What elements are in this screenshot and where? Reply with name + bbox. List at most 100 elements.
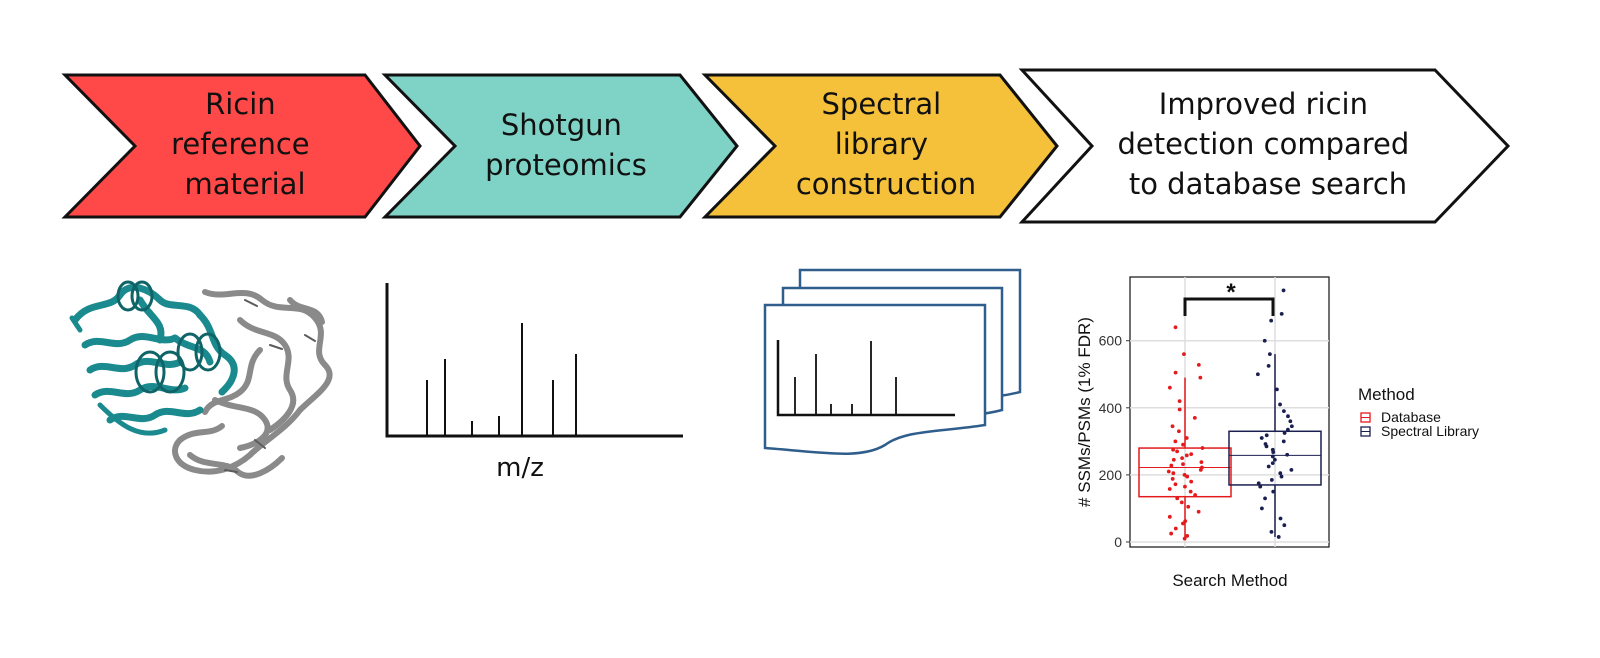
data-point-1-37 (1269, 318, 1274, 323)
data-point-1-35 (1267, 352, 1272, 357)
svg-text:Spectral library c: Spectral library construction (796, 87, 976, 201)
step-1-line-2: reference (171, 127, 309, 161)
data-point-0-10 (1175, 496, 1180, 501)
data-point-1-15 (1272, 457, 1277, 462)
data-point-0-26 (1199, 460, 1204, 465)
ricin-protein-structure-icon (69, 280, 333, 479)
data-point-0-1 (1185, 534, 1190, 538)
data-point-0-13 (1167, 487, 1172, 491)
library-spectrum (776, 340, 955, 417)
step-arrow-4-shape (1018, 68, 1511, 224)
data-point-0-45 (1196, 362, 1201, 367)
data-point-0-11 (1193, 493, 1198, 497)
data-point-0-14 (1183, 484, 1187, 489)
step-arrow-3-shape (701, 73, 1059, 219)
legend-label-spectral-library: Spectral Library (1381, 423, 1479, 439)
box-1 (1228, 430, 1322, 486)
data-point-0-46 (1182, 352, 1186, 357)
data-point-0-6 (1167, 514, 1172, 519)
legend: Method Database Spectral Library (1358, 385, 1479, 439)
spectral-library-icon (763, 268, 1022, 455)
data-point-0-44 (1173, 370, 1178, 375)
data-point-1-9 (1269, 478, 1274, 482)
data-point-0-35 (1173, 439, 1178, 444)
data-point-0-43 (1198, 375, 1203, 380)
data-point-1-2 (1282, 523, 1287, 528)
data-point-0-2 (1169, 531, 1174, 536)
step-arrow-1-shape (61, 73, 422, 219)
data-point-1-17 (1285, 452, 1290, 457)
y-axis-label: # SSMs/PSMs (1% FDR) (1075, 317, 1094, 507)
step-1-line-3: material (184, 167, 305, 201)
step-arrow-4: Improved ricin detection compared to dat… (1018, 68, 1511, 224)
step-arrow-2: Shotgun proteomics (381, 73, 739, 219)
data-point-1-12 (1289, 467, 1294, 472)
data-point-0-8 (1186, 504, 1191, 509)
data-point-1-31 (1278, 402, 1282, 407)
legend-key-database (1360, 412, 1371, 423)
data-point-0-27 (1171, 457, 1176, 462)
data-point-0-7 (1196, 509, 1201, 514)
data-point-1-14 (1270, 461, 1275, 466)
data-point-0-4 (1181, 521, 1185, 526)
data-point-0-25 (1181, 462, 1185, 467)
data-point-1-19 (1270, 447, 1275, 452)
data-point-1-28 (1288, 419, 1293, 424)
data-point-0-47 (1173, 325, 1178, 330)
y-tick-label-200: 200 (1099, 467, 1123, 483)
step-4-line-3: to database search (1129, 167, 1407, 201)
data-point-0-28 (1180, 456, 1184, 461)
data-point-0-21 (1166, 469, 1171, 474)
data-point-1-11 (1278, 471, 1283, 476)
protein-chain-b (172, 289, 333, 479)
data-point-0-38 (1170, 424, 1175, 429)
data-point-1-5 (1263, 496, 1267, 501)
data-point-1-39 (1281, 288, 1286, 293)
step-2-line-2: proteomics (485, 148, 647, 182)
step-3-line-3: construction (796, 167, 976, 201)
data-point-1-25 (1282, 431, 1287, 435)
step-4-line-1: Improved ricin (1159, 87, 1368, 121)
data-point-0-5 (1183, 519, 1188, 524)
data-point-0-40 (1177, 407, 1182, 412)
spectrum-x-label: m/z (496, 453, 544, 483)
jitter-points (1166, 288, 1294, 541)
step-arrow-1: Ricin reference material (61, 73, 422, 219)
x-axis-label: Search Method (1172, 571, 1287, 590)
legend-key-spectral-library (1360, 426, 1371, 437)
data-point-1-7 (1258, 484, 1263, 489)
data-point-1-27 (1289, 424, 1294, 429)
data-point-0-30 (1189, 452, 1194, 456)
svg-text:Shotgun proteomics: Shotgun proteomics (485, 108, 647, 182)
spectrum-axes (385, 283, 683, 438)
step-2-line-1: Shotgun (501, 108, 622, 142)
significance-star: * (1226, 279, 1236, 306)
data-point-0-31 (1175, 449, 1180, 454)
data-point-1-1 (1269, 530, 1274, 534)
data-point-0-12 (1188, 489, 1193, 494)
boxes (1138, 354, 1322, 539)
data-point-0-24 (1169, 463, 1174, 468)
data-point-0-41 (1177, 399, 1182, 403)
box-0 (1138, 447, 1232, 498)
data-point-1-34 (1266, 363, 1271, 368)
data-point-0-29 (1184, 453, 1189, 458)
svg-text:Improved ricin detection: Improved ricin detection compared to dat… (1117, 87, 1418, 201)
data-point-1-22 (1281, 439, 1286, 444)
step-arrow-2-shape (381, 73, 739, 219)
data-point-0-16 (1189, 479, 1194, 484)
data-point-1-21 (1263, 442, 1268, 446)
data-point-0-33 (1200, 446, 1205, 450)
legend-label-database: Database (1381, 409, 1441, 425)
data-point-1-32 (1275, 387, 1279, 392)
data-point-1-38 (1279, 311, 1284, 316)
legend-title: Method (1358, 385, 1415, 404)
data-point-1-33 (1255, 372, 1260, 377)
data-point-1-30 (1282, 409, 1286, 414)
data-point-0-20 (1171, 471, 1176, 476)
data-point-0-39 (1192, 415, 1197, 420)
y-tick-label-0: 0 (1114, 534, 1122, 550)
data-point-1-8 (1256, 481, 1261, 486)
